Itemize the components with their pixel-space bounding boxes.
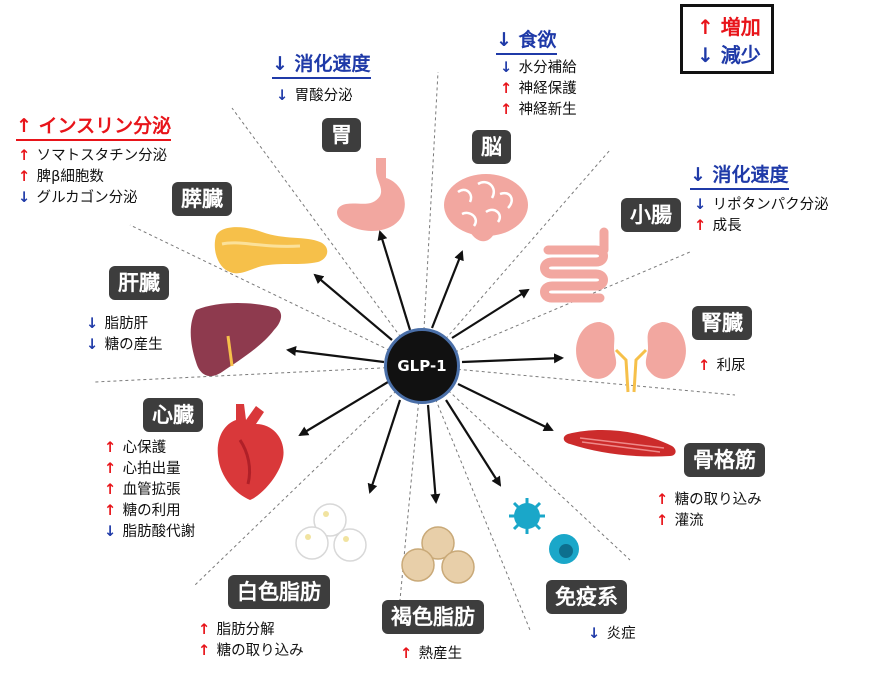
stomach-effects: ↓ 胃酸分泌 — [276, 88, 353, 104]
brain-label: 脳 — [472, 130, 511, 164]
heart-effects: ↑ 心保護 ↑ 心拍出量 ↑ 血管拡張 ↑ 糖の利用 ↓ 脂肪酸代謝 — [104, 440, 196, 540]
stomach-label: 胃 — [322, 118, 361, 152]
legend: ↑ 増加 ↓ 減少 — [680, 4, 774, 74]
heart-label: 心臓 — [143, 398, 203, 432]
liver-icon — [190, 303, 282, 377]
glp1-hub: GLP-1 — [384, 328, 460, 404]
stomach-icon — [337, 158, 405, 231]
small-intestine-effects: ↓ リポタンパク分泌 ↑ 成長 — [694, 197, 829, 234]
skeletal-muscle-effects: ↑ 糖の取り込み ↑ 灌流 — [656, 492, 762, 529]
brown-fat-effects: ↑ 熱産生 — [400, 646, 463, 662]
pancreas-header: ↑ インスリン分泌 — [16, 114, 172, 141]
skeletal-muscle-icon — [563, 430, 676, 457]
white-fat-label: 白色脂肪 — [228, 575, 330, 609]
legend-decrease: ↓ 減少 — [697, 43, 761, 67]
liver-label: 肝臓 — [109, 266, 169, 300]
pancreas-icon — [214, 227, 328, 274]
pancreas-effects: ↑ ソマトスタチン分泌 ↑ 脾β細胞数 ↓ グルカゴン分泌 — [18, 148, 168, 206]
brain-effects: ↓ 水分補給 ↑ 神経保護 ↑ 神経新生 — [500, 60, 577, 118]
white-fat-icon — [295, 503, 367, 562]
stomach-header: ↓ 消化速度 — [272, 52, 371, 79]
immune-effects: ↓ 炎症 — [588, 626, 636, 642]
brain-header: ↓ 食欲 — [496, 28, 557, 55]
effect-arrows — [286, 230, 564, 504]
small-intestine-icon — [540, 227, 609, 303]
immune-icon — [509, 498, 579, 564]
immune-label: 免疫系 — [546, 580, 627, 614]
kidney-effects: ↑ 利尿 — [698, 358, 746, 374]
pancreas-label: 膵臓 — [172, 182, 232, 216]
legend-increase: ↑ 増加 — [697, 15, 761, 39]
brain-icon — [444, 174, 528, 242]
small-intestine-header: ↓ 消化速度 — [690, 163, 789, 190]
small-intestine-label: 小腸 — [621, 198, 681, 232]
liver-effects: ↓ 脂肪肝 ↓ 糖の産生 — [86, 316, 163, 353]
brown-fat-icon — [401, 526, 475, 584]
kidney-icon — [576, 322, 686, 393]
kidney-label: 腎臓 — [692, 306, 752, 340]
white-fat-effects: ↑ 脂肪分解 ↑ 糖の取り込み — [198, 622, 304, 659]
separator-lines — [94, 71, 736, 631]
heart-icon — [217, 404, 284, 500]
skeletal-muscle-label: 骨格筋 — [684, 443, 765, 477]
brown-fat-label: 褐色脂肪 — [382, 600, 484, 634]
